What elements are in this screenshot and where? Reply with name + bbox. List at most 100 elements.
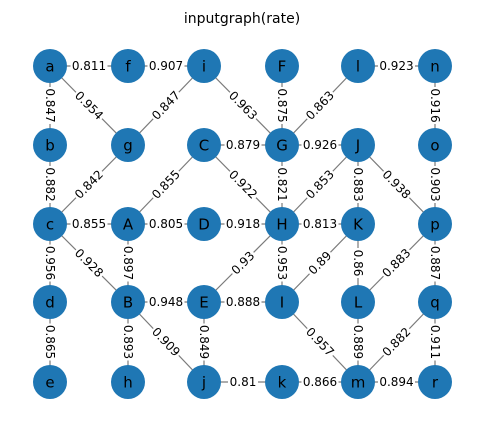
edge-label-background xyxy=(224,138,262,152)
node-circle xyxy=(341,49,375,83)
edge-label-background xyxy=(43,323,57,361)
node-circle xyxy=(265,285,299,319)
edge-label-background xyxy=(148,323,184,361)
edge-weight-text: 0.928 xyxy=(72,246,106,280)
edge-label-background xyxy=(378,166,415,203)
node-h: h xyxy=(111,365,145,399)
node-circle xyxy=(111,365,145,399)
node-c: c xyxy=(33,207,67,241)
edge-weight-text: 0.811 xyxy=(72,59,106,73)
edge-label-C-G: 0.879 xyxy=(224,138,262,152)
edge-label-background xyxy=(378,59,415,73)
edge-label-H-K: 0.813 xyxy=(301,217,339,231)
node-q: q xyxy=(418,285,452,319)
edge-label-background xyxy=(148,166,184,203)
edge-weight-text: 0.882 xyxy=(43,167,57,201)
node-label: h xyxy=(123,374,133,392)
node-F: F xyxy=(265,49,299,83)
edge-label-background xyxy=(301,217,339,231)
edge-label-J-H: 0.853 xyxy=(302,166,338,203)
edge-label-background xyxy=(378,323,415,361)
edge-label-background xyxy=(70,217,108,231)
node-circle xyxy=(418,285,452,319)
edge-label-A-B: 0.897 xyxy=(121,244,135,282)
edge-weight-text: 0.963 xyxy=(226,88,260,122)
edge-weight-text: 0.889 xyxy=(351,325,365,359)
edge-weight-text: 0.953 xyxy=(275,246,289,280)
edge-label-d-e: 0.865 xyxy=(43,323,57,361)
edge-label-background xyxy=(428,323,442,361)
edge-label-n-o: 0.916 xyxy=(428,87,442,124)
edge-weight-text: 0.86 xyxy=(351,250,365,277)
node-circle xyxy=(33,365,67,399)
edge-weight-text: 0.911 xyxy=(428,325,442,359)
edge-weight-text: 0.821 xyxy=(275,167,289,201)
edge-weight-text: 0.883 xyxy=(351,167,365,201)
edge-weight-text: 0.916 xyxy=(428,88,442,122)
node-C: C xyxy=(187,128,221,162)
node-circle xyxy=(341,365,375,399)
node-label: K xyxy=(353,216,364,234)
edge-weight-text: 0.855 xyxy=(72,217,106,231)
edge-label-background xyxy=(121,244,135,282)
node-circle xyxy=(341,207,375,241)
node-label: E xyxy=(199,294,208,312)
node-l: l xyxy=(341,49,375,83)
edge-label-background xyxy=(302,323,338,361)
node-label: k xyxy=(278,374,287,392)
edge-label-background xyxy=(43,166,57,203)
node-label: n xyxy=(430,58,440,76)
edge-label-background xyxy=(351,323,365,361)
node-circle xyxy=(33,285,67,319)
node-j: j xyxy=(187,365,221,399)
edge-weight-text: 0.865 xyxy=(43,325,57,359)
edge-label-b-c: 0.882 xyxy=(43,166,57,203)
node-K: K xyxy=(341,207,375,241)
node-L: L xyxy=(341,285,375,319)
edge-label-l-G: 0.863 xyxy=(302,87,338,124)
edge-weight-text: 0.909 xyxy=(149,325,183,360)
edge-weight-text: 0.948 xyxy=(149,295,183,309)
node-label: H xyxy=(276,216,287,234)
node-J: J xyxy=(341,128,375,162)
edge-label-q-m: 0.882 xyxy=(378,323,415,361)
edge-label-J-K: 0.883 xyxy=(351,166,365,203)
node-label: r xyxy=(432,374,439,392)
edge-weight-text: 0.855 xyxy=(149,167,183,201)
edge-weight-text: 0.879 xyxy=(226,138,260,152)
edge-label-a-f: 0.811 xyxy=(70,59,108,73)
node-d: d xyxy=(33,285,67,319)
edge-weight-text: 0.882 xyxy=(380,325,414,359)
node-label: q xyxy=(430,294,440,312)
edge-label-background xyxy=(43,244,57,282)
edge-weight-text: 0.842 xyxy=(72,167,106,201)
edge-label-K-L: 0.86 xyxy=(351,248,365,278)
edge-label-background xyxy=(224,217,262,231)
edge-label-background xyxy=(304,247,336,279)
edge-label-A-D: 0.805 xyxy=(147,217,185,231)
edge-weight-text: 0.956 xyxy=(43,246,57,280)
edge-label-G-H: 0.821 xyxy=(275,166,289,203)
node-circle xyxy=(418,207,452,241)
node-label: m xyxy=(351,374,366,392)
node-f: f xyxy=(111,49,145,83)
edge-label-background xyxy=(71,87,107,124)
node-label: L xyxy=(354,294,363,312)
edge-weight-text: 0.805 xyxy=(149,217,183,231)
node-circle xyxy=(33,49,67,83)
edge-label-background xyxy=(301,375,339,389)
edge-weight-text: 0.847 xyxy=(43,88,57,122)
edge-weight-text: 0.849 xyxy=(197,325,211,359)
node-I: I xyxy=(265,285,299,319)
edge-label-i-g: 0.847 xyxy=(148,87,184,124)
node-circle xyxy=(187,285,221,319)
edge-label-background xyxy=(428,166,442,203)
edge-label-p-q: 0.887 xyxy=(428,244,442,282)
edge-weight-text: 0.903 xyxy=(428,167,442,201)
node-label: a xyxy=(45,58,54,76)
node-circle xyxy=(341,285,375,319)
node-circle xyxy=(33,207,67,241)
edge-label-background xyxy=(351,248,365,278)
